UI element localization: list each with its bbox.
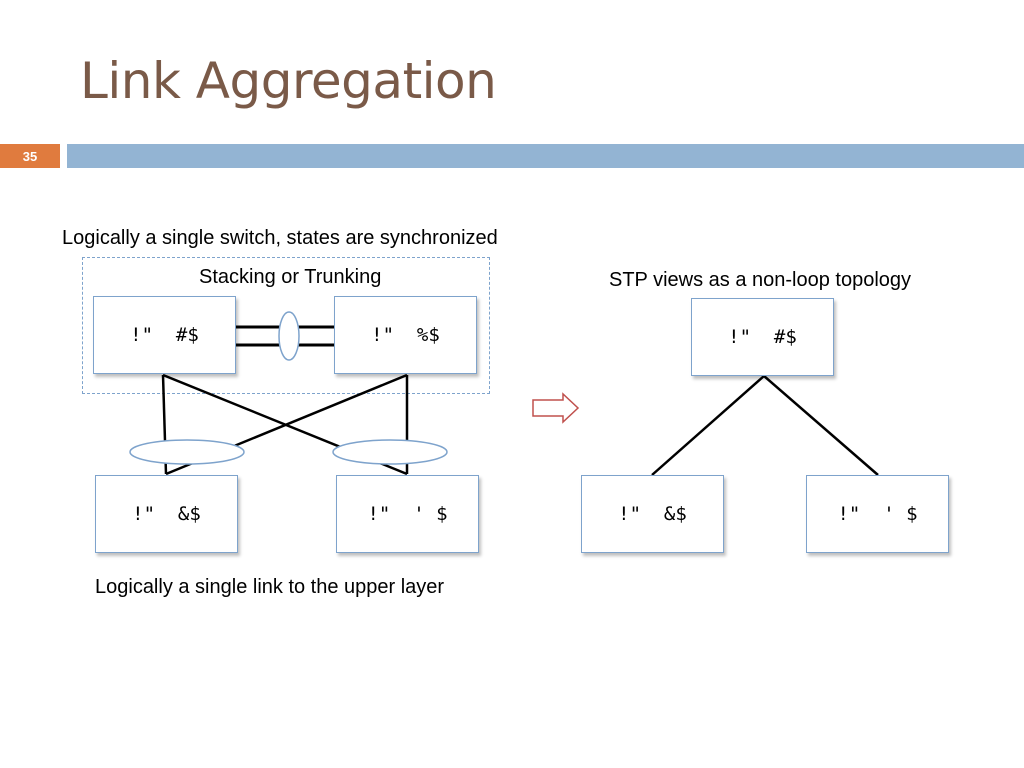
switch-node-bottom-right: !" ' $	[336, 475, 479, 553]
stp-node-top: !" #$	[691, 298, 834, 376]
stp-node-bottom-left: !" &$	[581, 475, 724, 553]
right-label: STP views as a non-loop topology	[609, 269, 912, 291]
switch-node-top-left: !" #$	[93, 296, 236, 374]
caption-top: Logically a single switch, states are sy…	[62, 227, 498, 249]
stack-label: Stacking or Trunking	[199, 266, 382, 288]
stack-link-oval	[278, 311, 300, 361]
slide-number: 35	[0, 144, 60, 168]
stp-link-left	[651, 375, 765, 476]
lag-oval-right	[332, 439, 448, 465]
stp-link-right	[763, 375, 879, 476]
switch-node-bottom-left: !" &$	[95, 475, 238, 553]
header-bar	[67, 144, 1024, 168]
lag-oval-left	[129, 439, 245, 465]
stack-group	[82, 257, 490, 394]
transition-arrow-icon	[532, 392, 580, 424]
switch-node-top-right: !" %$	[334, 296, 477, 374]
stp-node-bottom-right: !" ' $	[806, 475, 949, 553]
caption-bottom: Logically a single link to the upper lay…	[95, 576, 445, 598]
slide-title: Link Aggregation	[80, 52, 497, 110]
